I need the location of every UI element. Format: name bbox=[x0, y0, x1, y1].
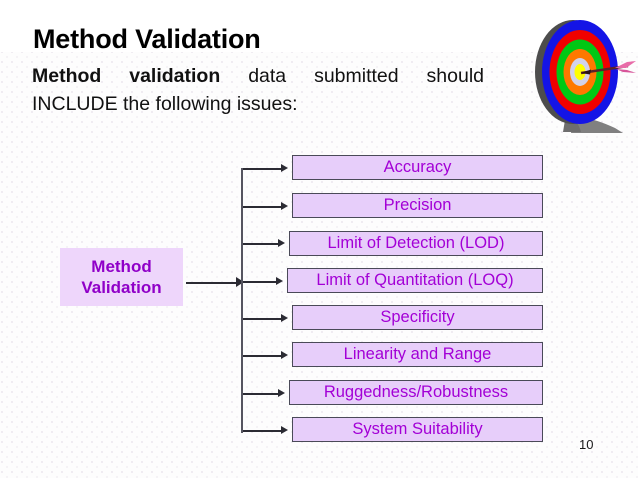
item-box-limit-of-quantitation[interactable]: Limit of Quantitation (LOQ) bbox=[287, 268, 543, 293]
connector-branch-6 bbox=[243, 355, 281, 357]
item-box-specificity[interactable]: Specificity bbox=[292, 305, 543, 330]
connector-branch-arrowhead-6 bbox=[281, 351, 288, 359]
source-node-line-2: Validation bbox=[81, 278, 162, 297]
item-box-linearity-and-range[interactable]: Linearity and Range bbox=[292, 342, 543, 367]
connector-branch-arrowhead-5 bbox=[281, 314, 288, 322]
page-title: Method Validation bbox=[33, 24, 261, 54]
body-paragraph: Method validation data submitted should … bbox=[32, 62, 484, 118]
body-line-2: INCLUDE the following issues: bbox=[32, 93, 298, 115]
connector-branch-7 bbox=[243, 393, 278, 395]
item-label: Ruggedness/Robustness bbox=[323, 383, 509, 401]
connector-branch-arrowhead-2 bbox=[281, 202, 288, 210]
connector-source-to-trunk bbox=[186, 282, 238, 284]
item-label: Precision bbox=[383, 196, 452, 214]
item-box-accuracy[interactable]: Accuracy bbox=[292, 155, 543, 180]
source-node-method-validation[interactable]: Method Validation bbox=[60, 248, 183, 306]
title-background-band bbox=[0, 0, 638, 52]
source-node-line-1: Method bbox=[91, 257, 152, 276]
connector-branch-arrowhead-8 bbox=[281, 426, 288, 434]
connector-branch-8 bbox=[243, 430, 281, 432]
body-line-1-rest: data submitted should bbox=[220, 65, 484, 87]
connector-branch-4 bbox=[243, 281, 276, 283]
connector-branch-3 bbox=[243, 243, 278, 245]
connector-branch-arrowhead-3 bbox=[278, 239, 285, 247]
archery-target-icon bbox=[523, 12, 638, 138]
body-lead-bold: Method validation bbox=[32, 65, 221, 87]
connector-branch-arrowhead-1 bbox=[281, 164, 288, 172]
item-label: Specificity bbox=[380, 308, 455, 326]
item-box-limit-of-detection[interactable]: Limit of Detection (LOD) bbox=[289, 231, 543, 256]
item-label: Limit of Detection (LOD) bbox=[327, 234, 505, 252]
item-label: System Suitability bbox=[352, 420, 483, 438]
item-box-ruggedness-robustness[interactable]: Ruggedness/Robustness bbox=[289, 380, 543, 405]
item-box-precision[interactable]: Precision bbox=[292, 193, 543, 218]
connector-branch-arrowhead-4 bbox=[276, 277, 283, 285]
connector-trunk-vertical bbox=[241, 168, 243, 433]
connector-source-arrowhead bbox=[236, 277, 244, 287]
connector-branch-2 bbox=[243, 206, 281, 208]
connector-branch-arrowhead-7 bbox=[278, 389, 285, 397]
page-number: 10 bbox=[579, 437, 594, 452]
body-line-1: Method validation data submitted should bbox=[32, 62, 484, 90]
connector-branch-5 bbox=[243, 318, 281, 320]
item-label: Linearity and Range bbox=[343, 345, 492, 363]
connector-branch-1 bbox=[243, 168, 281, 170]
item-label: Limit of Quantitation (LOQ) bbox=[316, 271, 514, 289]
item-label: Accuracy bbox=[383, 158, 452, 176]
item-box-system-suitability[interactable]: System Suitability bbox=[292, 417, 543, 442]
